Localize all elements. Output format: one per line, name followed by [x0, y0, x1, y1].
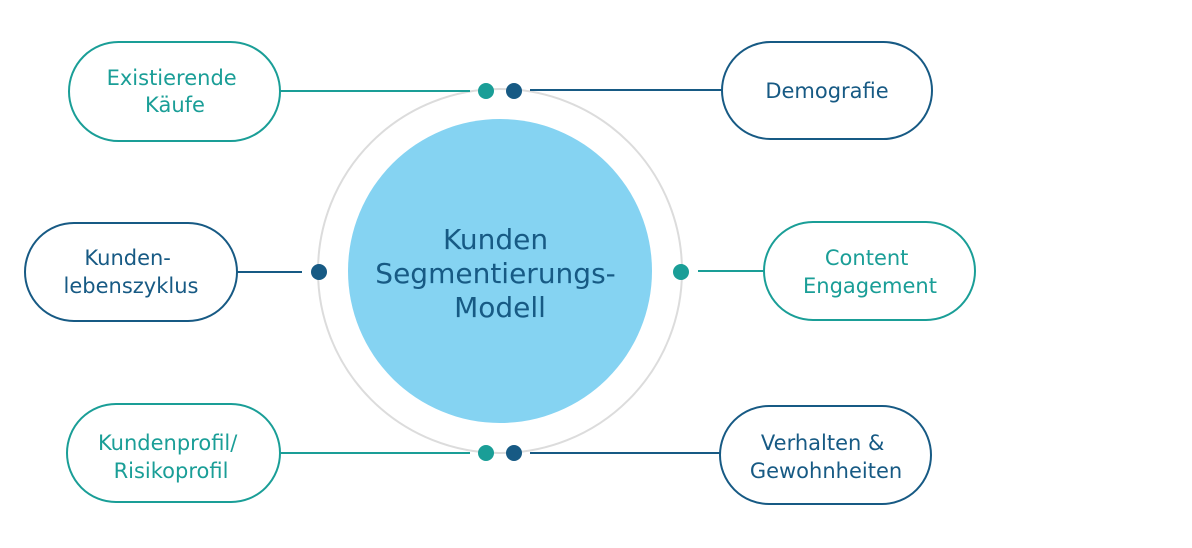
- node-demografie-pill: [721, 41, 933, 140]
- node-existierende-kaeufe-pill: [68, 41, 281, 142]
- center-circle: [348, 119, 652, 423]
- node-verhalten-line-2: Gewohnheiten: [750, 459, 902, 483]
- dot-verhalten: [506, 445, 522, 461]
- node-verhalten-line-1: Verhalten &: [761, 431, 884, 455]
- center-title-line-2: Segmentierungs-: [375, 257, 615, 290]
- node-kundenprofil-line-2: Risikoprofil: [114, 459, 229, 483]
- node-kundenprofil-pill: [66, 403, 281, 503]
- node-existierende-kaeufe-line-1: Existierende: [107, 66, 237, 90]
- node-content-engagement-line-1: Content: [825, 246, 909, 270]
- dot-existierende-kaeufe: [478, 83, 494, 99]
- node-existierende-kaeufe-label: Existierende Käufe: [107, 66, 244, 117]
- node-demografie-line-1: Demografie: [765, 79, 888, 103]
- node-verhalten: Verhalten & Gewohnheiten: [719, 405, 932, 505]
- node-verhalten-pill: [719, 405, 932, 505]
- dot-content-engagement: [673, 264, 689, 280]
- node-kundenlebenszyklus-pill: [24, 222, 238, 322]
- node-kundenlebenszyklus: Kunden- lebenszyklus: [24, 222, 238, 322]
- node-kundenlebenszyklus-line-2: lebenszyklus: [64, 274, 199, 298]
- node-kundenlebenszyklus-line-1: Kunden-: [84, 246, 170, 270]
- center-title-line-3: Modell: [454, 291, 546, 324]
- node-content-engagement-line-2: Engagement: [803, 274, 937, 298]
- dot-kundenprofil: [478, 445, 494, 461]
- center-title-line-1: Kunden: [443, 223, 548, 256]
- dot-kundenlebenszyklus: [311, 264, 327, 280]
- node-kundenprofil-line-1: Kundenprofil/: [98, 431, 238, 455]
- node-kundenprofil: Kundenprofil/ Risikoprofil: [66, 403, 281, 503]
- dot-demografie: [506, 83, 522, 99]
- node-content-engagement-pill: [763, 221, 976, 321]
- node-content-engagement: Content Engagement: [763, 221, 976, 321]
- node-content-engagement-label: Content Engagement: [803, 246, 937, 298]
- node-demografie: Demografie: [721, 41, 933, 140]
- center-title: Kunden Segmentierungs- Modell: [375, 223, 624, 324]
- node-existierende-kaeufe-line-2: Käufe: [145, 93, 205, 117]
- node-kundenprofil-label: Kundenprofil/ Risikoprofil: [98, 431, 244, 483]
- node-existierende-kaeufe: Existierende Käufe: [68, 41, 281, 142]
- node-verhalten-label: Verhalten & Gewohnheiten: [750, 431, 902, 483]
- node-kundenlebenszyklus-label: Kunden- lebenszyklus: [64, 246, 199, 298]
- node-demografie-label: Demografie: [765, 79, 888, 103]
